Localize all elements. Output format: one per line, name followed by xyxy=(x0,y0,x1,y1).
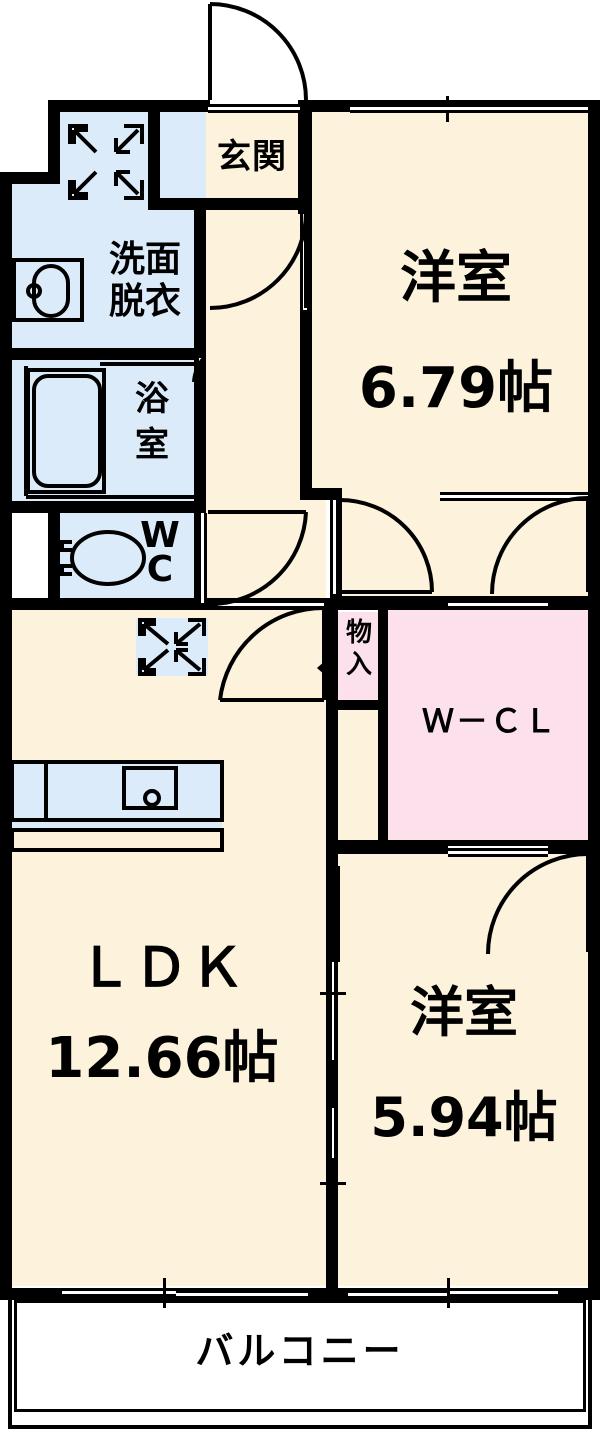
bathtub-outline xyxy=(26,368,106,494)
wc-door-sash xyxy=(198,513,207,603)
balcony-window-bedroom-sash xyxy=(348,1290,464,1299)
storage-box-floor xyxy=(10,513,50,603)
ldk-bedroom-sliding-mark-bottom xyxy=(320,1182,346,1185)
wall-wcl-left xyxy=(378,602,388,852)
hall-ldk-door-sash xyxy=(218,600,324,609)
wall-wet-hall-divider xyxy=(194,200,206,348)
wc-label-line2: C xyxy=(146,549,174,590)
balcony-window-bedroom-centermark xyxy=(447,1278,450,1308)
bedroom-north-size: 6.79帖 xyxy=(358,356,554,421)
bathtub-ledge-top xyxy=(100,362,200,366)
bedroom-south-window-line-a xyxy=(331,866,334,962)
bedroom-north-floor xyxy=(312,110,590,493)
balcony-window-bedroom-sash-2 xyxy=(448,1288,558,1297)
bedroom-north-door-b-sash xyxy=(440,492,588,501)
wall-bathroom-bottom xyxy=(0,501,206,513)
bedroom-south-window-line-b xyxy=(337,866,340,962)
kitchen-counter-divider xyxy=(44,762,48,820)
bedroom-south-label: 洋室 xyxy=(410,981,518,1044)
wall-washroom-bathroom xyxy=(0,348,206,360)
monoire-door-arrow xyxy=(316,652,338,684)
washing-machine-space-icon xyxy=(68,124,144,200)
ldk-bedroom-sliding-mark-top xyxy=(320,992,346,995)
ldk-bedroom-sliding-line-a xyxy=(329,962,332,1158)
entrance-door-sash xyxy=(208,104,300,113)
bathtub-ledge-left xyxy=(24,366,28,496)
balcony-edge-right xyxy=(588,1296,592,1429)
ldk-floor xyxy=(10,610,330,1286)
bathroom-label-line1: 浴 xyxy=(135,379,169,419)
bathroom-door-arc xyxy=(192,356,206,383)
bedroom-south-door-arc xyxy=(486,852,590,955)
monoire-label-line2: 入 xyxy=(345,650,372,680)
kitchen-sink-outline xyxy=(122,766,178,810)
walk-in-closet-label: Ｗ－ＣＬ xyxy=(421,702,558,740)
bathtub-icon xyxy=(32,374,102,488)
walk-in-closet-floor xyxy=(386,610,590,842)
bedroom-south-door-sash xyxy=(448,848,548,857)
wall-outer-right xyxy=(588,100,600,1300)
wall-left-step-vert xyxy=(48,100,60,184)
bedroom-north-door-b-arc xyxy=(490,496,590,595)
wc-label-line1: W xyxy=(140,515,180,556)
kitchen-counter-outline xyxy=(10,760,224,822)
bedroom-north-door-a-sash xyxy=(330,500,339,594)
bathroom-label-line2: 室 xyxy=(135,425,169,465)
bathtub-ledge-bottom xyxy=(26,495,200,499)
bedroom-south-floor xyxy=(330,852,590,1286)
balcony-window-ldk-centermark xyxy=(163,1278,166,1308)
genkan-label: 玄関 xyxy=(217,137,287,177)
genkan-hall-door-arc xyxy=(209,211,308,310)
kitchen-counter-front-band xyxy=(12,822,222,830)
wc-floor xyxy=(60,513,206,603)
monoire-floor xyxy=(336,612,380,704)
balcony-edge-left xyxy=(8,1296,12,1429)
ldk-label: ＬＤＫ xyxy=(78,936,246,999)
ldk-floor-notch xyxy=(330,704,386,842)
entrance-door-arc xyxy=(208,2,308,101)
ldk-bedroom-sliding-line-b xyxy=(335,962,338,1158)
balcony-label: バルコニー xyxy=(195,1329,405,1373)
ldk-bedroom-sliding-leaf xyxy=(331,1060,336,1108)
hall-ldk-door-arc xyxy=(218,605,326,702)
balcony-floor xyxy=(14,1300,586,1412)
washroom-label-line1: 洗面 xyxy=(108,239,181,280)
wall-monoire-bottom xyxy=(326,700,388,710)
toilet-bowl-icon xyxy=(60,530,146,586)
wall-ldk-bedroomsouth-upper xyxy=(326,700,338,852)
wall-outer-left xyxy=(0,172,12,1300)
balcony-window-ldk-sash-2 xyxy=(176,1290,308,1299)
balcony-outer-edge xyxy=(8,1425,592,1429)
kitchen-base-cabinet-outline xyxy=(10,828,224,852)
wall-genkan-step-bottom xyxy=(198,198,310,210)
washing-machine-space-icon-2 xyxy=(136,618,208,676)
ldk-size: 12.66帖 xyxy=(45,1026,279,1091)
wc-door-arc xyxy=(208,510,308,607)
bedroom-north-door-a-arc xyxy=(338,498,434,594)
wall-left-step-horiz xyxy=(0,172,60,184)
balcony-window-ldk-sash xyxy=(62,1288,190,1297)
washroom-label-line2: 脱衣 xyxy=(108,281,181,322)
wcl-door-top-sash xyxy=(448,600,548,609)
genkan-floor xyxy=(206,110,298,206)
monoire-label-line1: 物 xyxy=(345,618,372,648)
bedroom-north-floor-ext xyxy=(330,493,590,596)
bedroom-north-label: 洋室 xyxy=(400,246,512,311)
kitchen-sink-drain-icon xyxy=(143,789,161,807)
bedroom-north-top-window-sash xyxy=(350,104,588,113)
wall-top-left xyxy=(48,100,210,112)
wall-bath-hall-divider xyxy=(194,360,206,506)
bedroom-south-size: 5.94帖 xyxy=(370,1086,558,1149)
wall-genkan-left xyxy=(148,112,160,210)
balcony-outline xyxy=(14,1300,586,1412)
washbasin-icon xyxy=(26,264,70,318)
washbasin-outline xyxy=(12,258,84,322)
wall-top-genkan-left xyxy=(198,100,210,112)
bathroom-floor xyxy=(10,360,206,504)
wall-storagebox-right xyxy=(48,513,60,603)
